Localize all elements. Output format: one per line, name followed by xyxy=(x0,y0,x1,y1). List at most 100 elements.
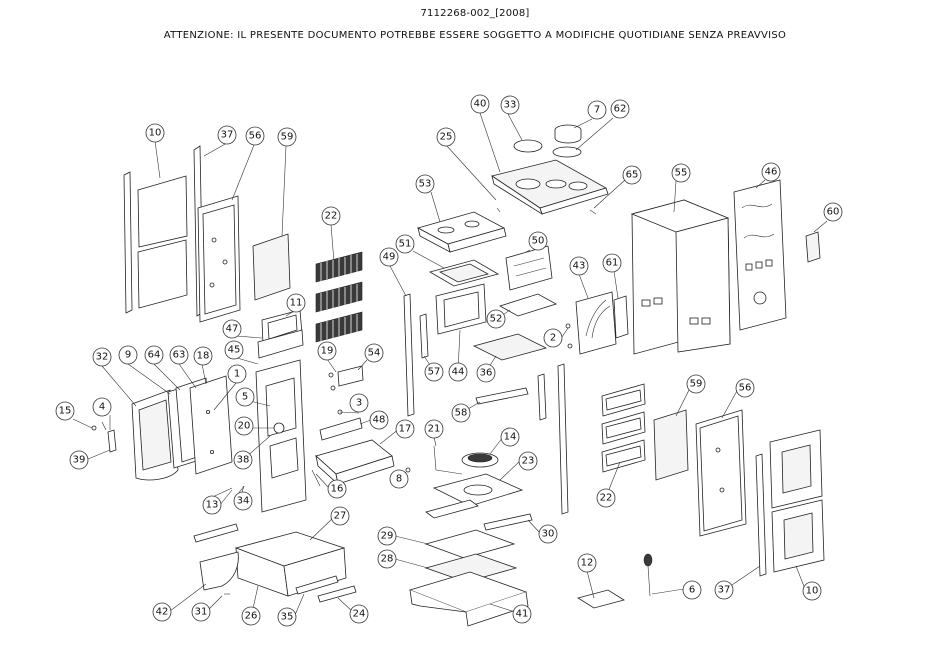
part-strip-30 xyxy=(483,513,533,531)
callout-38: 38 xyxy=(233,450,253,470)
callout-30: 30 xyxy=(538,524,558,544)
svg-text:50: 50 xyxy=(532,236,545,247)
svg-text:20: 20 xyxy=(238,421,251,432)
callout-51: 51 xyxy=(395,234,415,254)
callout-37: 37 xyxy=(217,125,237,145)
callout-47: 47 xyxy=(222,319,242,339)
svg-text:7: 7 xyxy=(594,105,600,116)
callout-33: 33 xyxy=(500,95,520,115)
part-screws-2 xyxy=(565,323,573,349)
svg-text:29: 29 xyxy=(381,531,394,542)
svg-text:13: 13 xyxy=(206,500,219,511)
part-grate-14 xyxy=(461,452,499,468)
svg-text:42: 42 xyxy=(156,607,169,618)
callout-14: 14 xyxy=(500,427,520,447)
svg-text:10: 10 xyxy=(806,586,819,597)
callout-57: 57 xyxy=(424,362,444,382)
svg-text:22: 22 xyxy=(325,211,338,222)
part-sensor-6 xyxy=(643,553,653,597)
svg-text:28: 28 xyxy=(381,554,394,565)
part-screw-8 xyxy=(405,467,411,473)
part-top-plate xyxy=(491,159,609,215)
callout-2: 2 xyxy=(543,328,563,348)
callout-4: 4 xyxy=(92,397,112,417)
callout-20: 20 xyxy=(234,416,254,436)
svg-text:17: 17 xyxy=(399,424,412,435)
part-plate-36 xyxy=(472,333,548,361)
callout-56: 56 xyxy=(245,126,265,146)
svg-text:61: 61 xyxy=(606,258,619,269)
svg-text:1: 1 xyxy=(234,369,240,380)
callout-13: 13 xyxy=(202,495,222,515)
callout-26: 26 xyxy=(241,606,261,626)
part-baffle-51 xyxy=(428,259,500,287)
svg-text:59: 59 xyxy=(690,379,703,390)
callout-61: 61 xyxy=(602,253,622,273)
svg-text:64: 64 xyxy=(148,350,161,361)
part-bar-57 xyxy=(419,313,429,359)
callout-42: 42 xyxy=(152,602,172,622)
callout-50: 50 xyxy=(528,231,548,251)
part-top-cover-53 xyxy=(416,211,507,253)
svg-text:65: 65 xyxy=(626,170,639,181)
svg-text:60: 60 xyxy=(827,207,840,218)
svg-text:6: 6 xyxy=(689,585,695,596)
part-side-ceramic-panels xyxy=(137,175,188,309)
callout-6: 6 xyxy=(682,580,702,600)
callout-29: 29 xyxy=(377,526,397,546)
part-door-frame xyxy=(131,389,179,481)
callout-35: 35 xyxy=(277,607,297,627)
svg-text:37: 37 xyxy=(718,585,731,596)
svg-text:36: 36 xyxy=(480,368,493,379)
svg-text:40: 40 xyxy=(474,99,487,110)
callout-55: 55 xyxy=(671,163,691,183)
callout-28: 28 xyxy=(377,549,397,569)
callout-21: 21 xyxy=(424,419,444,439)
callout-5: 5 xyxy=(235,387,255,407)
svg-text:43: 43 xyxy=(573,261,586,272)
part-heat-exchanger-fins xyxy=(315,251,363,343)
callout-32: 32 xyxy=(92,347,112,367)
svg-text:21: 21 xyxy=(428,424,441,435)
callout-12: 12 xyxy=(577,553,597,573)
svg-text:56: 56 xyxy=(249,131,262,142)
part-front-skirt-42 xyxy=(199,551,239,591)
svg-text:46: 46 xyxy=(765,167,778,178)
part-side-rail-37-right xyxy=(755,453,767,577)
callout-43: 43 xyxy=(569,256,589,276)
part-rail-top-left xyxy=(193,523,239,543)
callout-63: 63 xyxy=(169,345,189,365)
svg-text:44: 44 xyxy=(452,367,465,378)
part-plate-60 xyxy=(805,231,821,263)
svg-text:33: 33 xyxy=(504,100,517,111)
callout-11: 11 xyxy=(286,293,306,313)
callout-45: 45 xyxy=(224,340,244,360)
callout-10-right: 10 xyxy=(802,581,822,601)
part-hob-ring xyxy=(513,139,543,153)
svg-text:25: 25 xyxy=(440,132,453,143)
svg-text:8: 8 xyxy=(396,474,402,485)
callout-39: 39 xyxy=(69,450,89,470)
svg-text:3: 3 xyxy=(356,398,362,409)
callout-8: 8 xyxy=(389,469,409,489)
part-rod-16 xyxy=(311,469,321,487)
svg-text:4: 4 xyxy=(99,402,105,413)
svg-text:15: 15 xyxy=(59,406,72,417)
svg-text:12: 12 xyxy=(581,558,594,569)
svg-text:30: 30 xyxy=(542,529,555,540)
callout-3: 3 xyxy=(349,393,369,413)
svg-text:62: 62 xyxy=(614,104,627,115)
part-door-handle-bits xyxy=(91,421,117,453)
part-door-gasket-plate xyxy=(189,375,233,475)
svg-text:31: 31 xyxy=(195,607,208,618)
part-hob-lid xyxy=(552,124,582,158)
callout-36: 36 xyxy=(476,363,496,383)
svg-text:5: 5 xyxy=(242,392,248,403)
callout-24: 24 xyxy=(349,604,369,624)
part-side-glass-strip xyxy=(123,171,133,314)
callout-25: 25 xyxy=(436,127,456,147)
callout-52: 52 xyxy=(486,309,506,329)
svg-text:48: 48 xyxy=(373,415,386,426)
svg-text:35: 35 xyxy=(281,612,294,623)
callout-18: 18 xyxy=(193,346,213,366)
